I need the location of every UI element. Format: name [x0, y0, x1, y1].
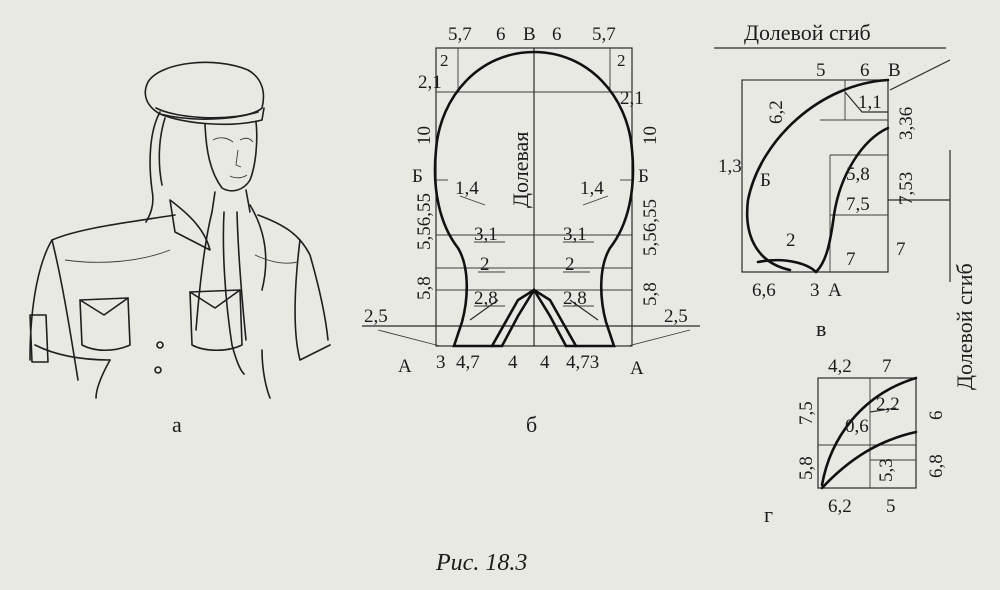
g-left-58: 5,8 — [796, 456, 817, 480]
v-left-62: 6,2 — [766, 100, 787, 124]
g-left-75: 7,5 — [796, 401, 817, 425]
v-fold-top: Долевой сгиб — [744, 20, 871, 45]
b-right-21: 2,1 — [620, 88, 644, 109]
b-bottom-4-right: 4 — [540, 352, 550, 373]
b-top-57-left: 5,7 — [448, 24, 472, 45]
v-top-6: 6 — [860, 60, 870, 81]
b-bottom-473: 4,73 — [566, 352, 599, 373]
b-top-57-right: 5,7 — [592, 24, 616, 45]
v-bottom-point-a: А — [828, 280, 842, 301]
g-val-53: 5,3 — [876, 458, 897, 482]
b-bottom-4-left: 4 — [508, 352, 518, 373]
g-bottom-62: 6,2 — [828, 496, 852, 517]
b-left-side-mid: 5,56,55 — [414, 193, 435, 250]
b-left-10: 10 — [414, 126, 435, 145]
panel-b-crown-draft: 5,7 6 В 6 5,7 2 2 2,1 2,1 10 10 Б Б 5,56… — [362, 24, 700, 379]
b-corner-2-right: 2 — [617, 51, 626, 70]
v-bottom-66: 6,6 — [752, 280, 776, 301]
panel-letter-v: в — [816, 316, 826, 341]
panel-v-draft: Долевой сгиб Долевой сгиб 5 6 В 6,2 1,1 … — [714, 20, 977, 390]
b-left-side-low: 5,8 — [414, 276, 435, 300]
v-left-13: 1,3 — [718, 156, 742, 177]
v-right-336: 3,36 — [896, 107, 917, 140]
v-point-b: Б — [760, 170, 771, 191]
v-val-7b: 7 — [846, 249, 856, 270]
g-top-42: 4,2 — [828, 356, 852, 377]
b-corner-2-left: 2 — [440, 51, 449, 70]
b-top-6-right: 6 — [552, 24, 562, 45]
b-right-10: 10 — [640, 126, 661, 145]
b-right-31: 3,1 — [563, 224, 587, 245]
b-center-label: Долевая — [508, 132, 533, 208]
b-left-14: 1,4 — [455, 178, 479, 199]
figure-caption: Рис. 18.3 — [435, 550, 527, 576]
v-top-point-v: В — [888, 60, 901, 81]
b-bottom-3: 3 — [436, 352, 446, 373]
b-right-point-b: Б — [638, 166, 649, 187]
g-top-7: 7 — [882, 356, 892, 377]
panel-g-draft: 4,2 7 7,5 5,8 2,2 0,6 5,3 6 6,8 6,2 5 — [796, 356, 947, 517]
b-bottom-point-a-right: А — [630, 358, 644, 379]
panel-letter-b: б — [526, 412, 537, 437]
v-val-58: 5,8 — [846, 164, 870, 185]
b-left-31: 3,1 — [474, 224, 498, 245]
v-top-5: 5 — [816, 60, 826, 81]
v-val-7a: 7 — [896, 239, 906, 260]
b-left-25: 2,5 — [364, 306, 388, 327]
b-top-point-v: В — [523, 24, 536, 45]
v-val-2: 2 — [786, 230, 796, 251]
b-right-2: 2 — [565, 254, 575, 275]
v-right-753: 7,53 — [896, 172, 917, 205]
b-left-28: 2,8 — [474, 288, 498, 309]
panel-letter-a: а — [172, 412, 182, 437]
g-bottom-5: 5 — [886, 496, 896, 517]
b-right-28: 2,8 — [563, 288, 587, 309]
fashion-sketch — [29, 61, 331, 399]
b-right-side-mid: 5,56,55 — [640, 199, 661, 256]
v-val-11: 1,1 — [858, 92, 882, 113]
g-val-22: 2,2 — [876, 394, 900, 415]
b-right-14: 1,4 — [580, 178, 604, 199]
b-right-side-low: 5,8 — [640, 282, 661, 306]
g-val-06: 0,6 — [845, 416, 869, 437]
g-right-6: 6 — [926, 411, 947, 421]
v-val-75: 7,5 — [846, 194, 870, 215]
b-left-2: 2 — [480, 254, 490, 275]
b-top-6-left: 6 — [496, 24, 506, 45]
b-right-25: 2,5 — [664, 306, 688, 327]
g-right-68: 6,8 — [926, 454, 947, 478]
b-left-point-b: Б — [412, 166, 423, 187]
v-fold-side: Долевой сгиб — [952, 263, 977, 390]
b-left-21: 2,1 — [418, 72, 442, 93]
b-bottom-point-a-left: А — [398, 356, 412, 377]
b-bottom-47: 4,7 — [456, 352, 480, 373]
panel-letter-g: г — [764, 502, 773, 527]
v-bottom-3: 3 — [810, 280, 820, 301]
